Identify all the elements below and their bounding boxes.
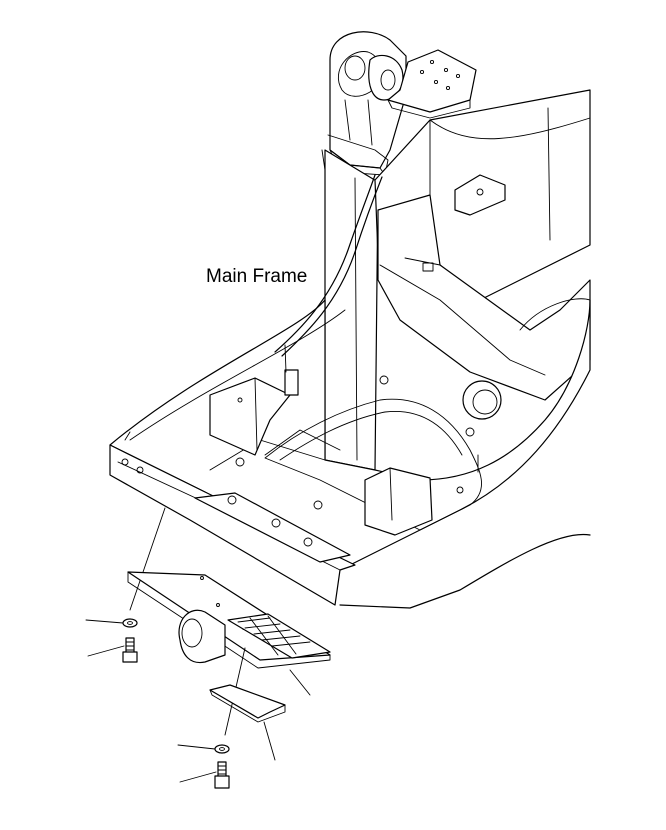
bolt-upper — [122, 637, 138, 663]
leader-washer-lower — [177, 744, 216, 750]
floor-opening — [264, 398, 482, 531]
leader-bolt-upper — [87, 645, 125, 657]
top-lifting-bracket — [327, 31, 407, 176]
hose-line — [274, 174, 383, 357]
lower-edge — [339, 533, 591, 609]
bolt-lower — [214, 761, 230, 789]
leader-line-plate — [289, 669, 311, 696]
cover-plate — [209, 684, 286, 723]
mounting-plate — [127, 571, 331, 669]
front-pad — [194, 492, 351, 563]
leader-line-main — [129, 507, 166, 611]
rear-block — [364, 467, 433, 536]
leader-bolt-lower — [179, 771, 217, 783]
mounting-boss — [178, 609, 226, 664]
washer-lower — [214, 744, 230, 754]
exploded-parts — [85, 507, 331, 789]
leader-line-cover-part — [263, 721, 276, 761]
washer-upper — [122, 618, 138, 628]
leader-washer-upper — [85, 619, 124, 624]
main-frame-label: Main Frame — [206, 266, 307, 287]
deck-bolts — [235, 375, 479, 510]
main-frame — [109, 31, 591, 609]
small-bracket — [209, 344, 299, 456]
large-eye — [462, 380, 502, 420]
mounting-plate-top — [387, 49, 477, 119]
